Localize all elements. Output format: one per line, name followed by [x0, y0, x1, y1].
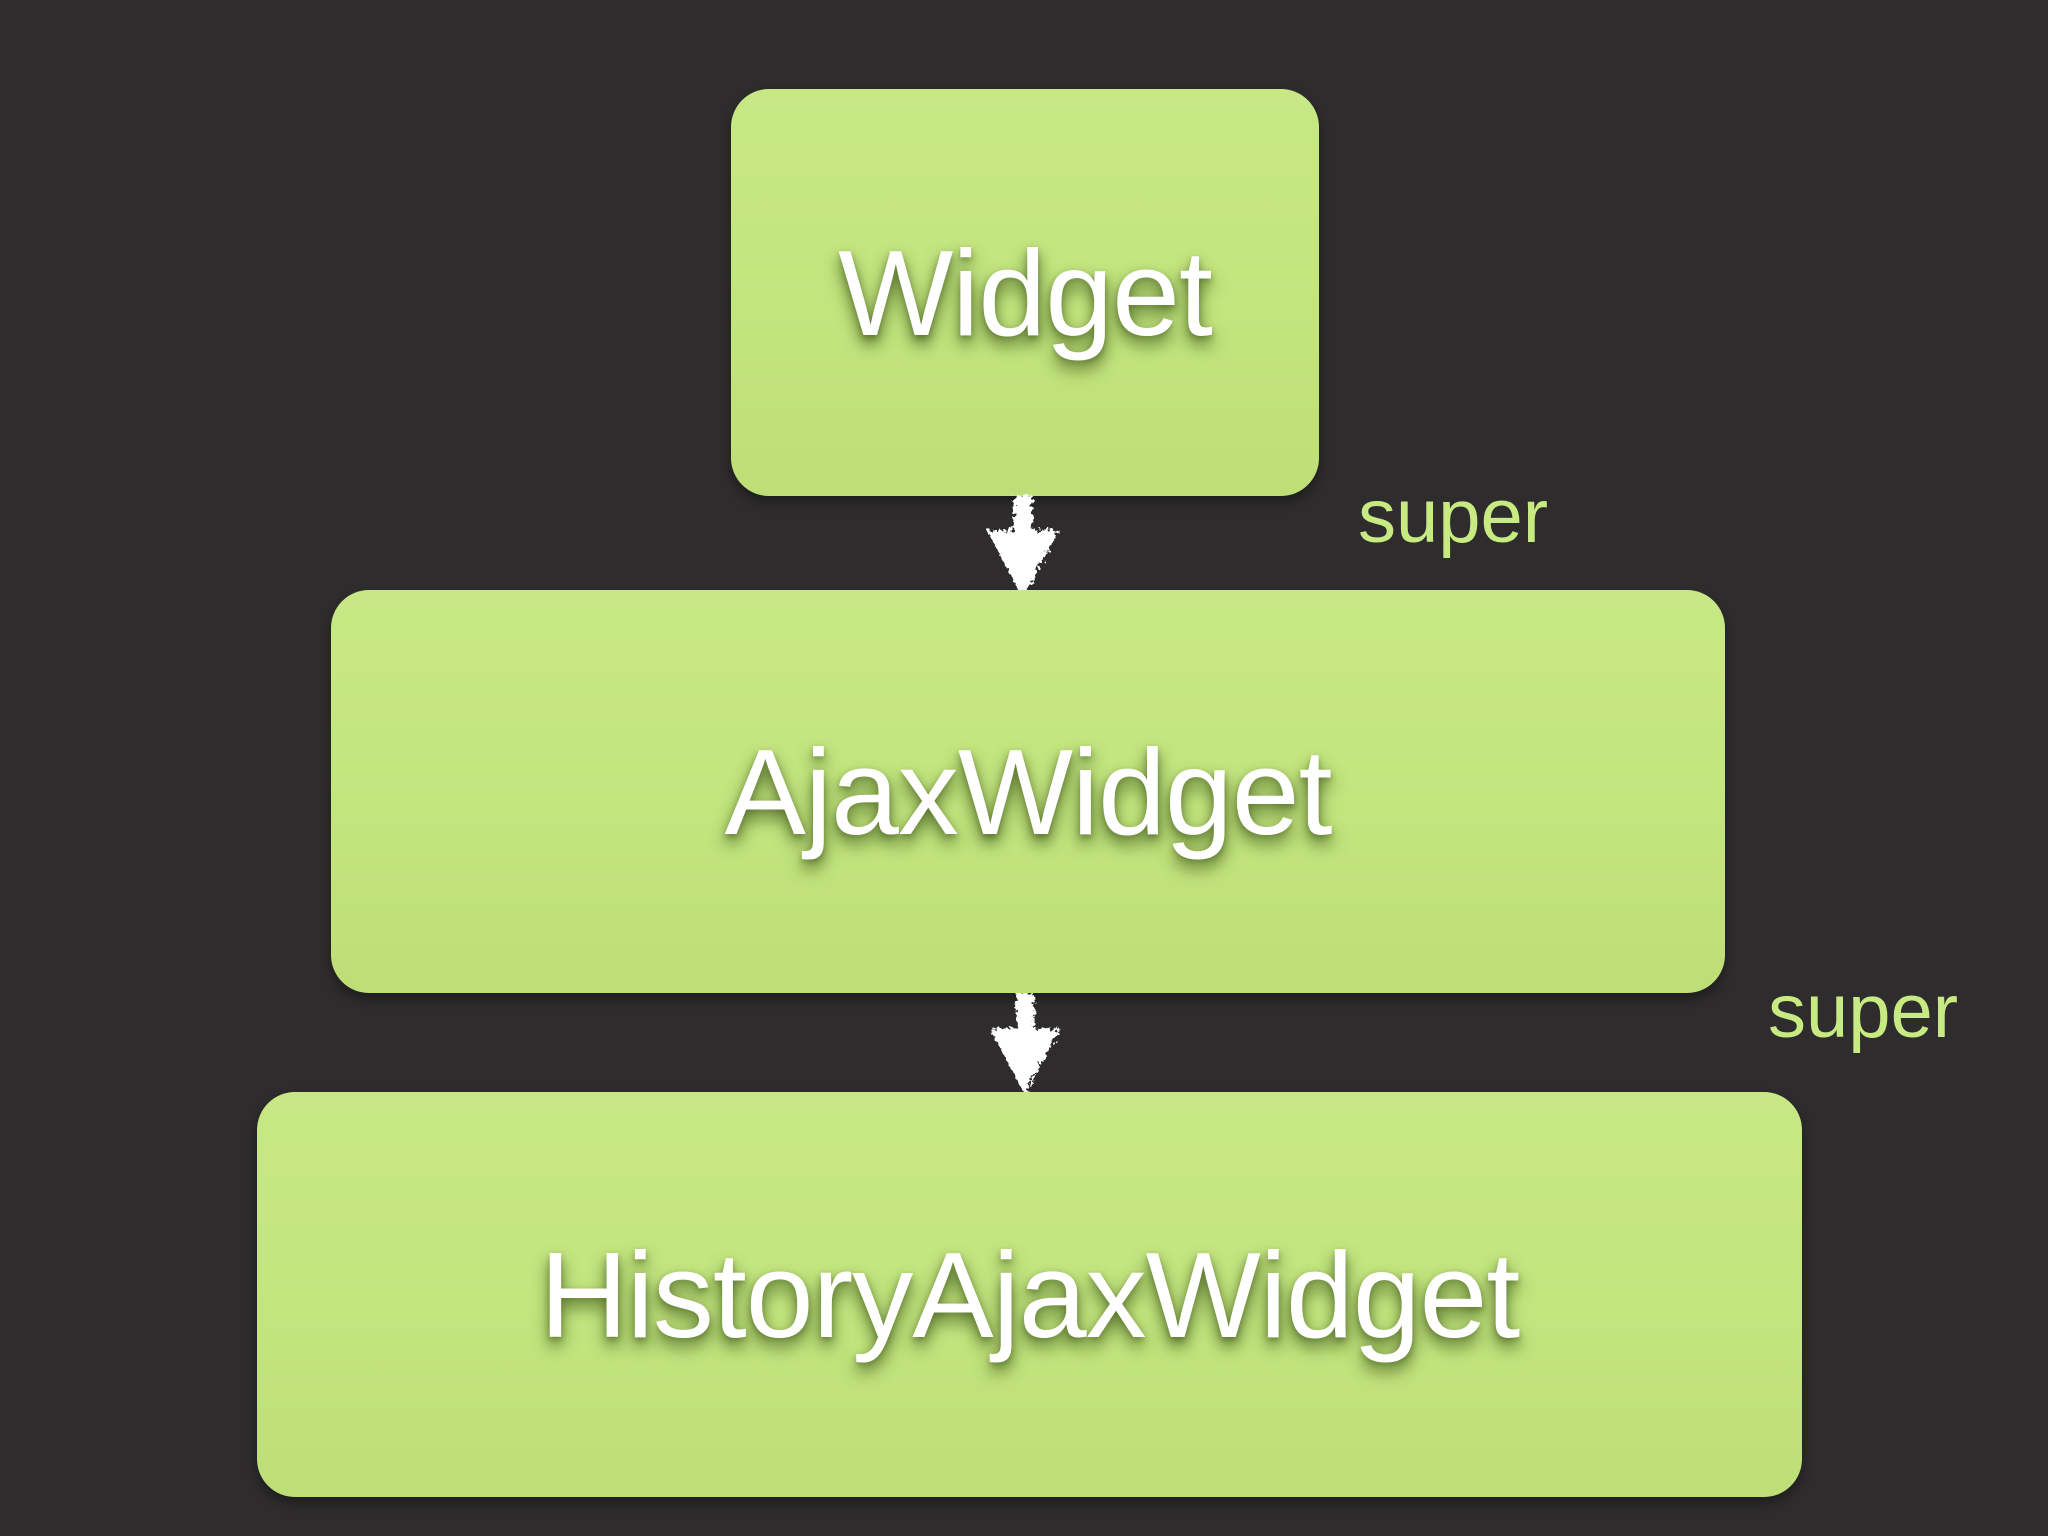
- arrow-down-icon: [989, 993, 1061, 1096]
- edge-label-super: super: [1358, 474, 1549, 559]
- node-ajax-widget-label: AjaxWidget: [724, 723, 1332, 860]
- node-history-ajax-widget: HistoryAjaxWidget: [257, 1092, 1802, 1497]
- edge-label-super: super: [1768, 969, 1959, 1054]
- arrow-down-icon: [987, 494, 1059, 598]
- node-widget: Widget: [731, 89, 1319, 496]
- node-ajax-widget: AjaxWidget: [331, 590, 1725, 993]
- node-widget-label: Widget: [838, 224, 1213, 361]
- node-history-ajax-widget-label: HistoryAjaxWidget: [539, 1226, 1521, 1363]
